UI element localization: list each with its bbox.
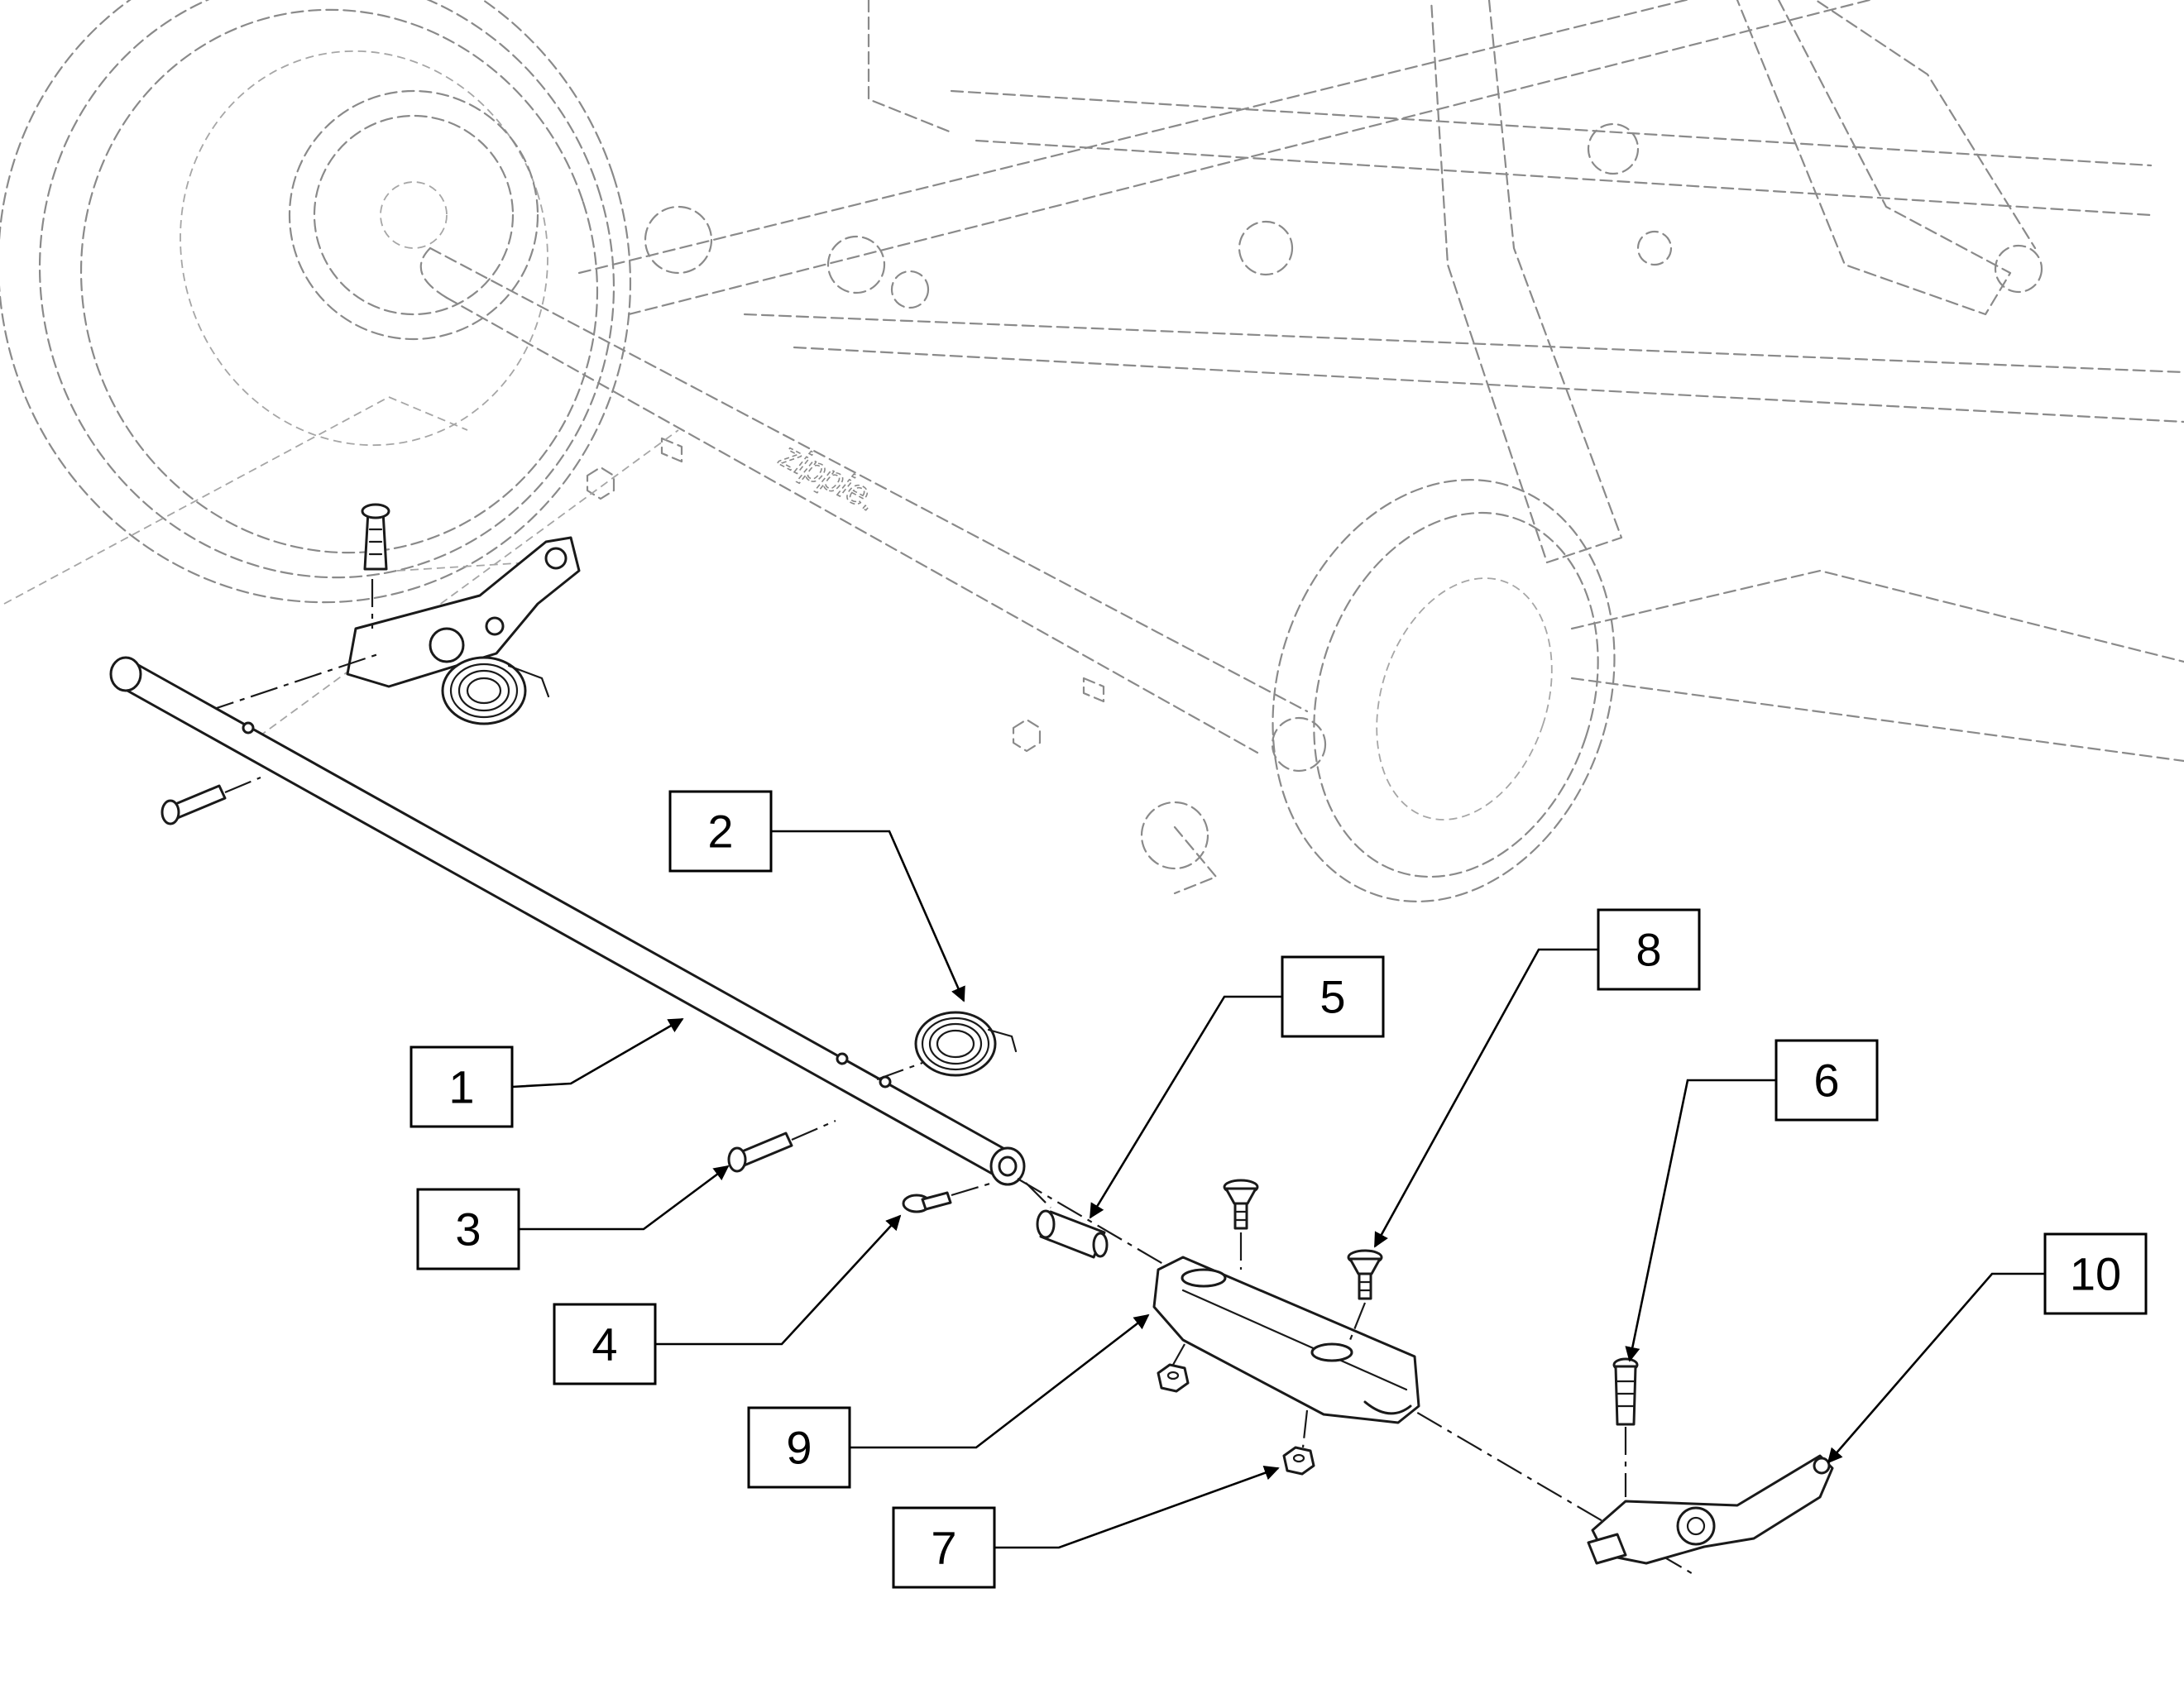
callout-7: 7 — [892, 1466, 1280, 1589]
callout-3: 3 — [416, 1165, 730, 1270]
callout-1: 1 — [410, 1017, 684, 1128]
screw — [902, 1181, 994, 1213]
callout-5: 5 — [1089, 955, 1385, 1219]
callout-3-label: 3 — [455, 1203, 481, 1256]
lock-nut — [1282, 1409, 1315, 1476]
callout-2-label: 2 — [707, 806, 733, 858]
callout-9: 9 — [747, 1313, 1150, 1489]
axle-tube — [109, 656, 1026, 1186]
callout-6-label: 6 — [1813, 1055, 1839, 1107]
bolt — [1612, 1357, 1639, 1497]
bushing — [1025, 1182, 1109, 1259]
callout-8: 8 — [1373, 908, 1701, 1248]
countersunk-screw-left — [1223, 1179, 1259, 1270]
callout-2: 2 — [668, 790, 965, 1002]
wheelchair-frame-ghost: zippie. — [0, 0, 2184, 902]
brand-mark: zippie. — [773, 434, 885, 519]
callout-8-label: 8 — [1636, 924, 1661, 976]
callout-10: 10 — [1827, 1232, 2148, 1464]
clevis-pin-upper — [160, 776, 261, 825]
lock-nut-left — [1157, 1343, 1190, 1393]
callout-1-label: 1 — [448, 1061, 474, 1113]
bracket — [1587, 1454, 1834, 1565]
callout-6: 6 — [1625, 1039, 1879, 1362]
callout-4: 4 — [553, 1214, 902, 1385]
clevis-pin — [727, 1119, 836, 1173]
callout-10-label: 10 — [2070, 1248, 2121, 1300]
spring — [876, 1011, 1018, 1081]
callout-5-label: 5 — [1320, 971, 1345, 1023]
callout-7-label: 7 — [931, 1522, 956, 1574]
callout-4-label: 4 — [592, 1318, 617, 1371]
countersunk-screw — [1347, 1249, 1383, 1345]
installed-assembly — [206, 503, 581, 725]
mount-block — [1152, 1256, 1420, 1424]
spring-installed — [441, 656, 550, 725]
callout-9-label: 9 — [786, 1422, 812, 1474]
